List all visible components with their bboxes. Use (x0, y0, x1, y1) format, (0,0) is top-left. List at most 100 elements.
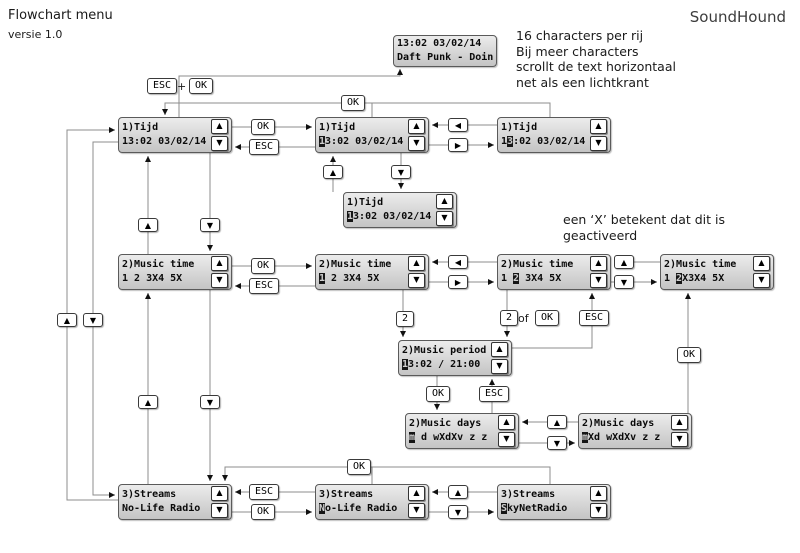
lcd-arrow-buttons: ▲ ▼ (491, 342, 508, 374)
lcd-line-1: 2)Music time (122, 259, 195, 270)
lcd-screen-text: 1)Tijd 13:02 03/02/14 (501, 121, 588, 149)
page-title: Flowchart menu (8, 8, 113, 23)
lcd-line-2: 13:02 03/02/14 (319, 135, 406, 149)
lcd-line-1: 2)Music days (582, 418, 655, 429)
ok-key-label: OK (251, 258, 276, 274)
connector (178, 69, 403, 117)
lcd-line-2: 1 2X3X4 5X (664, 272, 751, 286)
esc-key-label: ESC (579, 310, 610, 326)
note-line: een ‘X’ betekent dat dit is (563, 212, 725, 227)
lcd-text-post: o-Life Radio (325, 503, 398, 514)
up-arrow-key: ▲ (323, 165, 343, 179)
two-key-label: 2 (500, 310, 519, 326)
lcd-text-post: d wXdXv z z (415, 432, 488, 443)
lcd-screen-text: 13:02 03/02/14 Daft Punk - Doin (397, 37, 493, 65)
connector (222, 466, 551, 484)
up-arrow-icon: ▲ (408, 256, 425, 271)
lcd-line-1: 13:02 03/02/14 (397, 38, 482, 49)
lcd-screen-text: 3)Streams No-Life Radio (319, 488, 406, 516)
down-arrow-key: ▼ (448, 505, 468, 519)
up-arrow-icon: ▲ (491, 342, 508, 357)
lcd-screen-text: 2)Music period 13:02 / 21:00 (402, 344, 489, 372)
down-arrow-icon: ▼ (211, 136, 228, 151)
up-arrow-key: ▲ (57, 313, 77, 327)
up-arrow-icon: ▲ (590, 486, 607, 501)
lcd-music-days-active: 2)Music days mXd wXdXv z z ▲ ▼ (578, 413, 692, 449)
esc-key-label: ESC (249, 139, 280, 155)
up-arrow-icon: ▲ (498, 415, 515, 430)
lcd-line-1: 2)Music time (319, 259, 392, 270)
up-arrow-icon: ▲ (590, 119, 607, 134)
lcd-streams-edit: 3)Streams No-Life Radio ▲ ▼ (315, 484, 429, 520)
lcd-line-1: 2)Music days (409, 418, 482, 429)
lcd-screen-text: 2)Music time 1 2 3X4 5X (122, 258, 209, 286)
lcd-arrow-buttons: ▲ ▼ (408, 486, 425, 518)
lcd-music-edit-pos2: 2)Music time 1 2 3X4 5X ▲ ▼ (497, 254, 611, 290)
lcd-line-1: 1)Tijd (122, 122, 159, 133)
down-arrow-key: ▼ (200, 218, 220, 232)
note-line: geactiveerd (563, 227, 638, 243)
ok-key-label: OK (189, 78, 214, 94)
down-arrow-icon: ▼ (436, 211, 453, 226)
x-note: een ‘X’ betekent dat dit is geactiveerd (563, 212, 725, 243)
lcd-arrow-buttons: ▲ ▼ (211, 486, 228, 518)
lcd-streams-edit-alt: 3)Streams SkyNetRadio ▲ ▼ (497, 484, 611, 520)
down-arrow-icon: ▼ (590, 136, 607, 151)
down-arrow-icon: ▼ (408, 136, 425, 151)
lcd-music-edit-active: 2)Music time 1 2X3X4 5X ▲ ▼ (660, 254, 774, 290)
lcd-line-1: 3)Streams (122, 489, 177, 500)
display-note: 16 characters per rij Bij meer character… (516, 28, 676, 90)
lcd-line-2: SkyNetRadio (501, 502, 588, 516)
lcd-screen-text: 3)Streams No-Life Radio (122, 488, 209, 516)
lcd-cursor-char: 2 (676, 273, 683, 284)
lcd-arrow-buttons: ▲ ▼ (590, 119, 607, 151)
up-arrow-key: ▲ (138, 395, 158, 409)
down-arrow-icon: ▼ (211, 503, 228, 518)
note-line: Bij meer characters (516, 43, 639, 59)
up-arrow-icon: ▲ (211, 256, 228, 271)
down-arrow-icon: ▼ (498, 432, 515, 447)
two-key-label: 2 (396, 311, 415, 327)
esc-key-label: ESC (249, 278, 280, 294)
down-arrow-icon: ▼ (491, 359, 508, 374)
ok-key-label: OK (426, 386, 451, 402)
lcd-line-2: No-Life Radio (122, 502, 209, 516)
lcd-text-pre: 13:02 03/02/14 (122, 136, 207, 147)
lcd-arrow-buttons: ▲ ▼ (211, 119, 228, 151)
note-line: 16 characters per rij (516, 28, 644, 43)
up-arrow-icon: ▲ (211, 486, 228, 501)
lcd-text-post: Xd wXdXv z z (588, 432, 661, 443)
lcd-line-2: mXd wXdXv z z (582, 431, 669, 445)
lcd-screen-text: 2)Music days mXd wXdXv z z (582, 417, 669, 445)
lcd-arrow-buttons: ▲ ▼ (408, 256, 425, 288)
lcd-arrow-buttons: ▲ ▼ (436, 194, 453, 226)
esc-key-label: ESC (249, 484, 280, 500)
lcd-music-main: 2)Music time 1 2 3X4 5X ▲ ▼ (118, 254, 232, 290)
lcd-tijd-edit-pos1: 1)Tijd 13:02 03/02/14 ▲ ▼ (315, 117, 429, 153)
lcd-line-1: 1)Tijd (501, 122, 538, 133)
lcd-line-2: No-Life Radio (319, 502, 406, 516)
ok-key-label: OK (347, 459, 372, 475)
lcd-music-edit-pos1: 2)Music time 1 2 3X4 5X ▲ ▼ (315, 254, 429, 290)
down-arrow-icon: ▼ (211, 273, 228, 288)
lcd-tijd-edit-pos2: 1)Tijd 13:02 03/02/14 ▲ ▼ (497, 117, 611, 153)
left-arrow-key: ◀ (448, 118, 468, 132)
lcd-text-post: kyNetRadio (507, 503, 568, 514)
ok-key-label: OK (341, 95, 366, 111)
right-arrow-key: ▶ (448, 275, 468, 289)
lcd-arrow-buttons: ▲ ▼ (498, 415, 515, 447)
lcd-cursor-char: S (501, 503, 508, 514)
up-arrow-key: ▲ (138, 218, 158, 232)
esc-key-label: ESC (479, 386, 510, 402)
lcd-line-2: 1 2 3X4 5X (319, 272, 406, 286)
lcd-line-1: 2)Music time (501, 259, 574, 270)
down-arrow-key: ▼ (391, 165, 411, 179)
right-arrow-key: ▶ (448, 138, 468, 152)
lcd-cursor-char: m (409, 432, 416, 443)
ok-key-label: OK (677, 347, 702, 363)
up-arrow-key: ▲ (547, 415, 567, 429)
lcd-line-2: 1 2 3X4 5X (501, 272, 588, 286)
up-arrow-icon: ▲ (436, 194, 453, 209)
lcd-screen-text: 1)Tijd 13:02 03/02/14 (347, 196, 434, 224)
